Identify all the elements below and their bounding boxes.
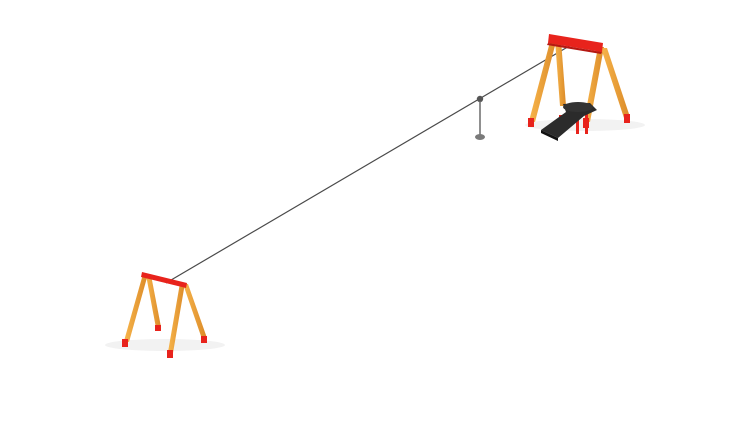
trolley-seat <box>475 95 485 140</box>
right-foot-2 <box>583 118 589 128</box>
left-foot-3 <box>167 350 173 358</box>
right-front-leg-a <box>529 38 557 122</box>
left-foot-2 <box>155 325 161 331</box>
platform-leg-3 <box>576 118 579 134</box>
right-foot-1 <box>528 118 534 127</box>
left-back-leg-a <box>146 275 161 328</box>
right-foot-3 <box>624 114 630 123</box>
right-back-leg-a <box>555 40 566 106</box>
right-top-beam <box>548 34 603 52</box>
left-front-leg-b <box>183 284 207 339</box>
left-foot-4 <box>201 336 207 343</box>
right-front-leg-b <box>601 48 630 118</box>
left-top-beam <box>141 272 187 288</box>
left-back-leg-b <box>168 283 185 353</box>
platform-deck-side <box>541 130 558 141</box>
right-top-beam-shade <box>547 43 602 54</box>
trolley-pulley <box>476 95 484 103</box>
trolley-disc-seat <box>475 134 485 140</box>
right-a-frame <box>528 34 630 141</box>
zip-cable <box>165 44 572 284</box>
left-front-leg-a <box>124 274 148 342</box>
left-a-frame <box>122 272 207 358</box>
left-foot-1 <box>122 339 128 347</box>
platform-deck <box>541 103 597 138</box>
ground-shadow-left <box>105 339 225 351</box>
platform-top <box>563 102 593 112</box>
